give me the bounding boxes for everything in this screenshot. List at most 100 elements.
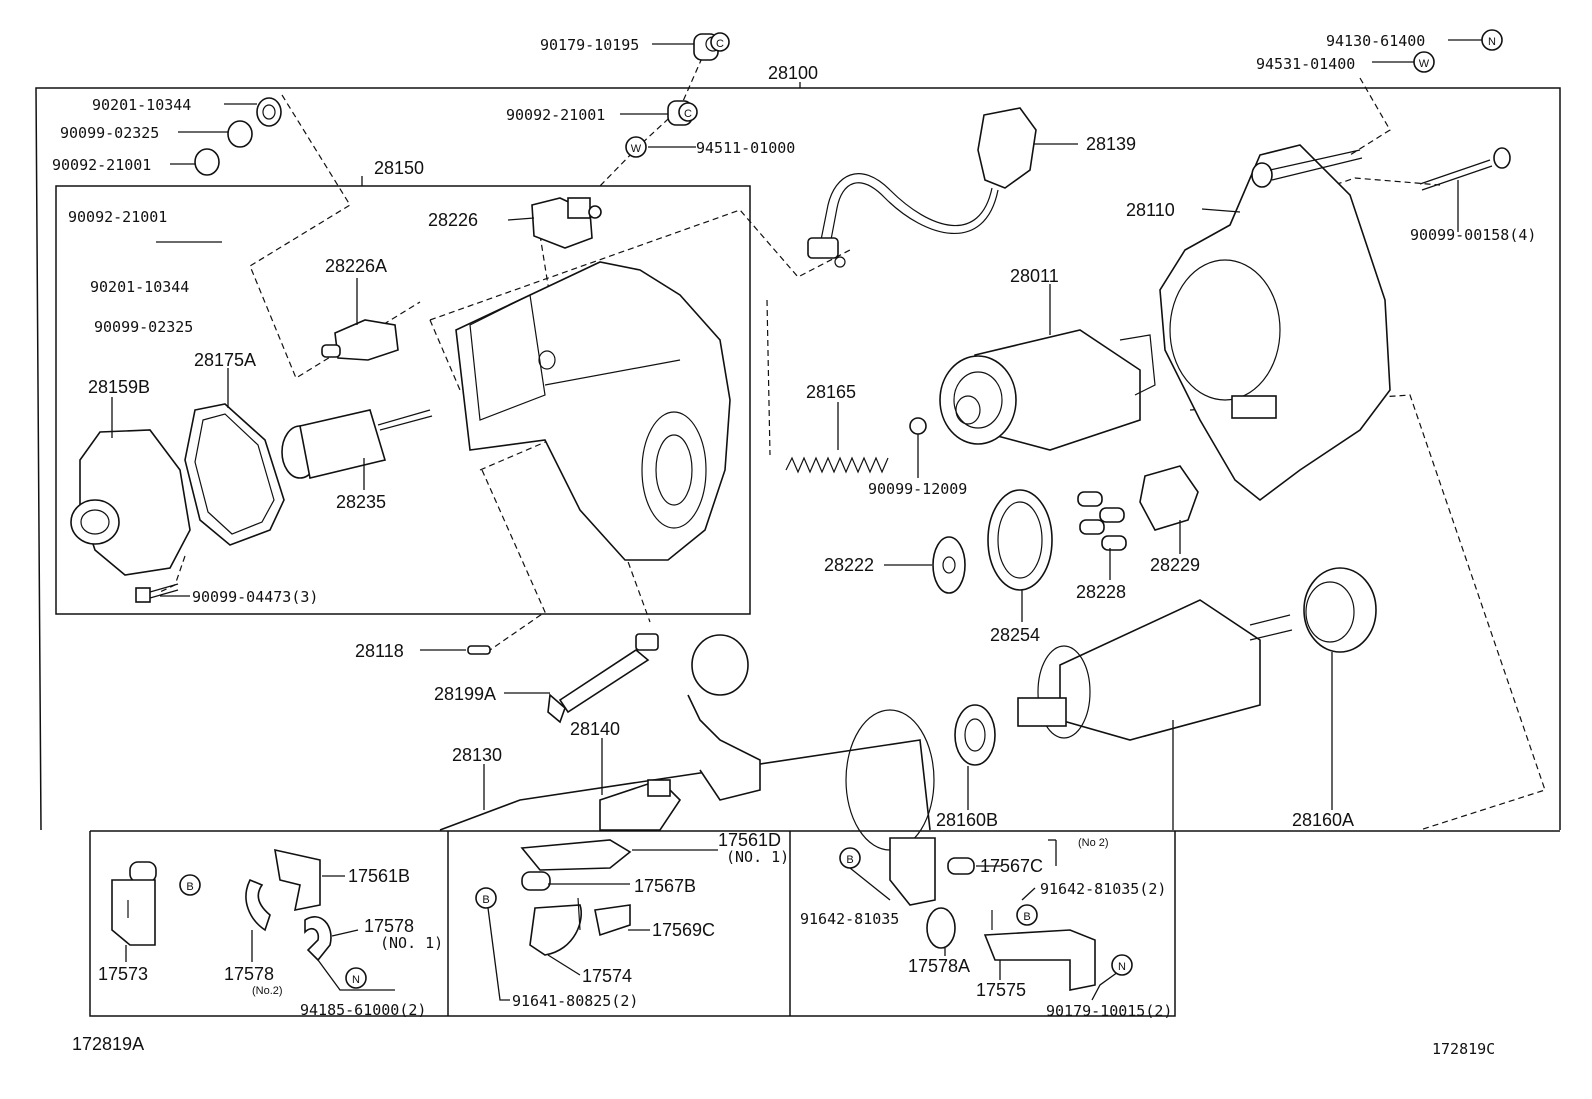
label-90201-10344: 90201-10344 [92, 96, 191, 114]
svg-text:B: B [1023, 911, 1030, 923]
n-symbol: N [345, 967, 367, 989]
bracket-17575 [983, 910, 1096, 991]
label-28100: 28100 [768, 63, 818, 83]
clamp-17578-no1 [304, 916, 332, 962]
svg-text:N: N [1118, 961, 1126, 973]
label-17575: 17575 [976, 980, 1026, 1000]
svg-text:W: W [1419, 58, 1430, 70]
bracket-17561D [520, 839, 632, 871]
label-17567C: 17567C [980, 856, 1043, 876]
retainer-28229 [1139, 465, 1199, 531]
plunger-28235 [281, 409, 433, 479]
clamp-17569C [594, 904, 631, 937]
lead-wire-28139 [807, 107, 1037, 268]
cover-28159B [70, 429, 191, 576]
label-91641-80825: 91641-80825(2) [512, 992, 638, 1010]
label-28150: 28150 [374, 158, 424, 178]
label-28130: 28130 [452, 745, 502, 765]
figure-id-right: 172819C [1432, 1040, 1495, 1058]
label-28140: 28140 [570, 719, 620, 739]
label-28222: 28222 [824, 555, 874, 575]
lever-28199A [547, 633, 659, 724]
bracket-17567C [889, 837, 975, 906]
bracket-17573 [111, 861, 157, 946]
label-17574: 17574 [582, 966, 632, 986]
yoke-28130 [439, 709, 935, 851]
label-17561D: 17561D [718, 830, 781, 850]
pin-28118 [467, 645, 491, 655]
label-90179-10015: 90179-10015(2) [1046, 1002, 1172, 1020]
label-90099-12009: 90099-12009 [868, 480, 967, 498]
spring-28165 [785, 417, 927, 474]
lead-wire-28140 [687, 634, 761, 801]
label-90092-21001-box: 90092-21001 [68, 208, 167, 226]
b-symbol: B [1016, 904, 1038, 926]
svg-text:B: B [186, 881, 193, 893]
label-94185-61000: 94185-61000(2) [300, 1001, 426, 1019]
label-94511-01000: 94511-01000 [696, 139, 795, 157]
label-28254: 28254 [990, 625, 1040, 645]
c-symbol: C [678, 102, 698, 122]
rollers-28228 [1077, 491, 1127, 551]
label-90099-00158: 90099-00158(4) [1410, 226, 1536, 244]
label-28160B: 28160B [936, 810, 998, 830]
label-17578-no1-sub: (NO. 1) [380, 934, 443, 952]
label-91642-81035-2: 91642-81035(2) [1040, 880, 1166, 898]
w-symbol: W [1413, 51, 1435, 73]
brush-holder-28140 [599, 779, 682, 831]
symbols: C C N W W B B B B N N [179, 29, 1503, 989]
svg-text:N: N [352, 974, 360, 986]
label-17567B: 17567B [634, 876, 696, 896]
label-90099-02325-box: 90099-02325 [94, 318, 193, 336]
svg-text:N: N [1488, 36, 1496, 48]
svg-text:W: W [631, 143, 642, 155]
gear-28254 [987, 489, 1053, 591]
housing-28150 [455, 261, 731, 561]
label-28011: 28011 [1010, 266, 1059, 286]
label-17578-no2-sub: (No.2) [252, 985, 283, 997]
label-90099-04473: 90099-04473(3) [192, 588, 318, 606]
label-28199A: 28199A [434, 684, 496, 704]
bolt-90099-04473 [135, 583, 179, 603]
w-symbol: W [625, 136, 647, 158]
c-symbol: C [710, 32, 730, 52]
label-28229: 28229 [1150, 555, 1200, 575]
clamp-17578A [926, 907, 956, 949]
label-28175A: 28175A [194, 350, 256, 370]
bottom-panels [0, 830, 1592, 1099]
n-symbol: N [1481, 29, 1503, 51]
bolt-90099-00158 [1419, 147, 1511, 191]
label-94130-61400: 94130-61400 [1326, 32, 1425, 50]
svg-text:C: C [684, 108, 692, 120]
gasket-28175A [184, 403, 285, 546]
cushion-17567B [521, 871, 551, 891]
label-28165: 28165 [806, 382, 856, 402]
b-symbol: B [475, 887, 497, 909]
svg-text:C: C [716, 38, 724, 50]
label-90201-10344-box: 90201-10344 [90, 278, 189, 296]
leader-lines [111, 39, 1484, 1001]
washers-left-top [194, 97, 282, 176]
clutch-28011 [939, 329, 1156, 451]
label-28226: 28226 [428, 210, 478, 230]
label-28118: 28118 [355, 641, 404, 661]
label-17578-no2: 17578 [224, 964, 274, 984]
label-91642-81035: 91642-81035 [800, 910, 899, 928]
bearing-28160A [1303, 567, 1377, 653]
part-labels: 90179-10195 28100 94130-61400 94531-0140… [52, 32, 1536, 1058]
terminal-28226 [531, 197, 602, 249]
label-94531-01400: 94531-01400 [1256, 55, 1355, 73]
n-symbol: N [1111, 954, 1133, 976]
main-frame [35, 82, 1561, 831]
washer-28222 [932, 536, 966, 594]
label-17578-no1: 17578 [364, 916, 414, 936]
clamp-17578-no2 [245, 878, 271, 932]
label-28228: 28228 [1076, 582, 1126, 602]
svg-text:B: B [846, 854, 853, 866]
figure-id-left: 172819A [72, 1034, 144, 1054]
label-28226A: 28226A [325, 256, 387, 276]
clamp-17574 [529, 897, 582, 956]
label-28139: 28139 [1086, 134, 1136, 154]
label-90099-02325: 90099-02325 [60, 124, 159, 142]
